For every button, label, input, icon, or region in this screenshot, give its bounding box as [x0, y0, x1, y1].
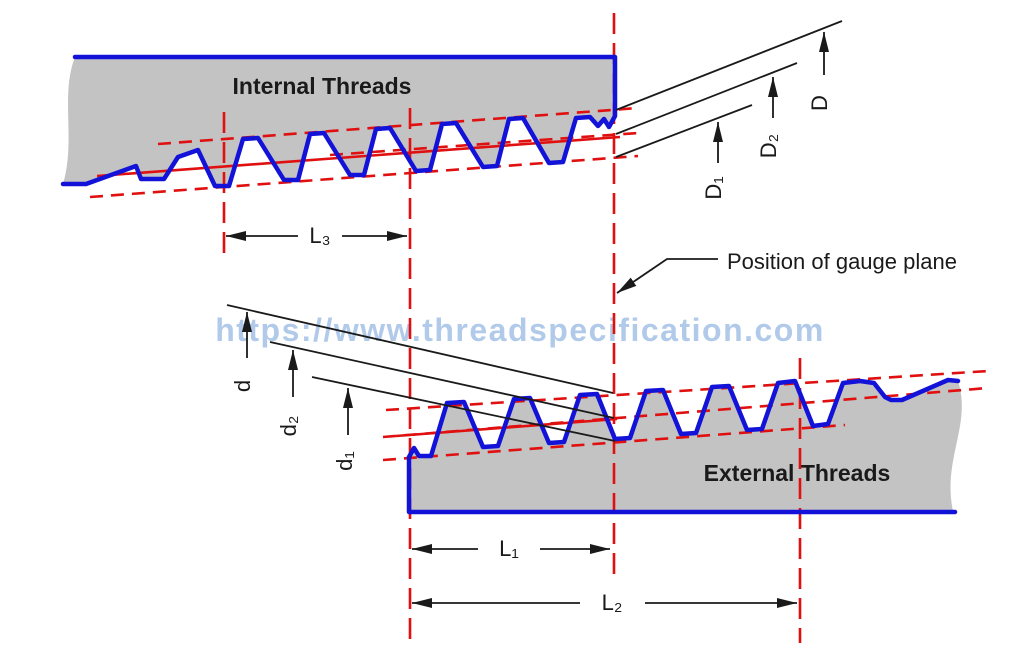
label-d2: d₂: [276, 416, 301, 437]
leader-line-d2: [269, 341, 615, 419]
internal-pitch-line-dashed: [329, 131, 639, 157]
internal-thread-profile: [60, 54, 618, 189]
label-D1: D₁: [701, 176, 726, 199]
gauge-plane-label: Position of gauge plane: [727, 249, 957, 274]
leader-line-d: [226, 304, 614, 394]
leader-line-D1: [615, 104, 753, 158]
text-labels: Internal Threads External Threads Positi…: [230, 73, 957, 615]
label-D: D: [807, 95, 832, 111]
internal-crest-line: [157, 106, 639, 146]
leader-line-D2: [615, 62, 798, 135]
leader-line-D: [615, 20, 843, 111]
external-root-line: [382, 423, 846, 462]
thread-bodies: [63, 57, 962, 512]
external-thread-profile: [406, 377, 961, 515]
label-D2: D₂: [756, 134, 781, 158]
leader-line-d1: [311, 376, 616, 442]
external-threads-title: External Threads: [704, 460, 891, 486]
label-L1: L₁: [499, 536, 519, 561]
watermark-text: https://www.threadspecification.com: [215, 312, 825, 348]
external-thread-body: [409, 380, 962, 512]
thread-profiles: [60, 54, 961, 515]
label-d: d: [230, 380, 255, 392]
label-L2: L₂: [602, 590, 623, 615]
label-L3: L₃: [309, 223, 330, 248]
annotation-lines: [226, 20, 843, 608]
internal-pitch-line: [96, 135, 621, 178]
external-crest-line: [385, 369, 989, 412]
internal-threads-title: Internal Threads: [233, 73, 412, 99]
label-d1: d₁: [332, 451, 357, 471]
gauge-plane-leader: [616, 258, 718, 294]
